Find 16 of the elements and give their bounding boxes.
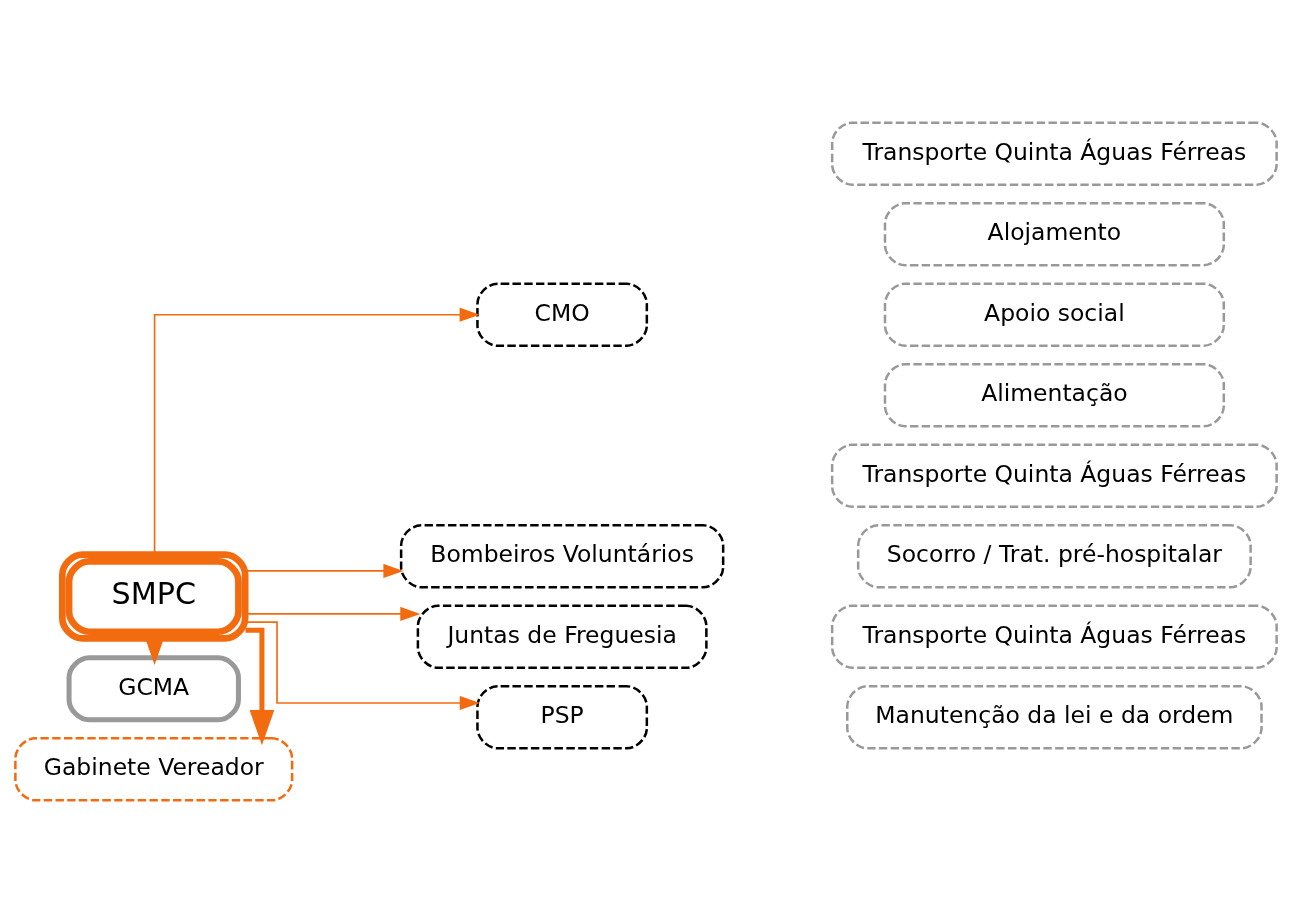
node-box: Apoio social xyxy=(883,281,1226,347)
node-box: PSP xyxy=(476,684,649,750)
node-box: Manutenção da lei e da ordem xyxy=(846,684,1263,750)
arrow xyxy=(153,307,480,555)
node-box: Alimentação xyxy=(883,362,1226,428)
node-box: Bombeiros Voluntários xyxy=(399,523,725,589)
node-box: Transporte Quinta Águas Férreas xyxy=(830,442,1278,508)
node-box: Gabinete Vereador xyxy=(14,736,294,802)
node-box: Socorro / Trat. pré-hospitalar xyxy=(856,523,1252,589)
node-box: Alojamento xyxy=(883,201,1226,267)
node-box: Juntas de Freguesia xyxy=(416,604,708,669)
node-box: CMO xyxy=(476,281,649,347)
node-box: Transporte Quinta Águas Férreas xyxy=(830,120,1278,186)
node-box: GCMA xyxy=(66,654,241,722)
arrow xyxy=(245,627,275,745)
node-box: Transporte Quinta Águas Férreas xyxy=(830,604,1278,669)
